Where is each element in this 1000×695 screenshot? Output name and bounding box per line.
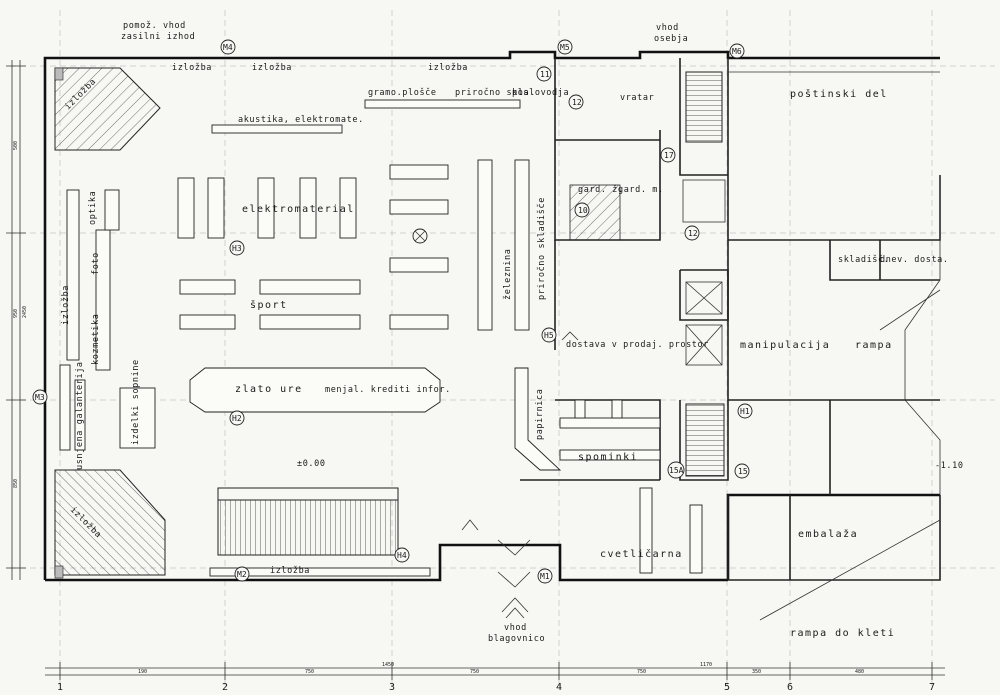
- marker-M5: M5: [560, 43, 570, 52]
- axis-1: 1: [57, 682, 63, 693]
- dim-label: 950: [13, 309, 19, 318]
- marker-M2: M2: [237, 570, 247, 579]
- axis-4: 4: [556, 682, 562, 693]
- label-vratar: vratar: [620, 93, 654, 103]
- label-optika: optika: [88, 191, 98, 225]
- dim-label: 2450: [22, 306, 28, 318]
- axis-7: 7: [929, 682, 935, 693]
- label-vhod-bottom: vhod: [504, 623, 527, 633]
- axis-6: 6: [787, 682, 793, 693]
- label-pomoz-vhod: pomož. vhod: [123, 21, 186, 31]
- label-dnev-dosta: dnev. dosta.: [880, 255, 949, 265]
- dim-label: 750: [470, 669, 479, 675]
- label-blagovnico: blagovnico: [488, 634, 545, 644]
- label-manipulacija: manipulacija: [740, 340, 830, 351]
- marker-12: 12: [572, 98, 582, 107]
- marker-M3: M3: [35, 393, 45, 402]
- marker-M4: M4: [223, 43, 233, 52]
- lift-shafts: [412, 179, 726, 366]
- label-dostava: dostava v prodaj. prostor: [566, 340, 709, 350]
- label-papirnica: papirnica: [535, 389, 545, 440]
- label-pribor-skla: priročno skla.: [455, 87, 535, 98]
- axis-3: 3: [389, 682, 395, 693]
- dim-label: 350: [752, 669, 761, 675]
- label-izlozba-1: izložba: [172, 63, 212, 73]
- label-elektromaterial: elektromaterial: [242, 204, 355, 215]
- label-postinski-del: poštinski del: [790, 88, 888, 100]
- dim-label: 850: [13, 479, 19, 488]
- label-prirocno-skladisce: priročno skladišče: [536, 197, 547, 300]
- axis-grid: [10, 10, 995, 690]
- dim-label: 1170: [700, 662, 712, 668]
- label-gard-z: gard. ž.: [578, 185, 624, 195]
- label-sport: šport: [250, 299, 288, 311]
- dim-label: 750: [305, 669, 314, 675]
- marker-H3: H3: [232, 244, 242, 253]
- marker-labels: M4 M5 M6 M3 M2 M1 H3 H2 H4 H5 H1 11 12 1…: [35, 43, 750, 581]
- label-izlozba-2: izložba: [252, 63, 292, 73]
- marker-H1: H1: [740, 407, 750, 416]
- label-gard-m: gard. m.: [618, 185, 664, 195]
- label-level-000: ±0.00: [297, 459, 326, 469]
- label-embalaza: embalaža: [798, 528, 858, 540]
- label-zelezina: železnina: [503, 249, 513, 300]
- label-gramo-plosce: gramo.plošče: [368, 87, 437, 98]
- label-zlato-ure: zlato ure: [235, 384, 303, 395]
- label-usnjena-galanterija: usnjena galanterija: [75, 361, 85, 470]
- label-osebja: osebja: [654, 34, 688, 44]
- display-window-hatches: [54, 67, 166, 579]
- label-vhod: vhod: [656, 23, 679, 33]
- marker-circles: [32, 39, 753, 584]
- label-izdelki-sopnine: izdelki sopnine: [131, 359, 141, 445]
- label-akustika: akustika, elektromate.: [238, 115, 364, 125]
- label-izlozba-bottom: izložba: [270, 566, 310, 576]
- label-izlozba-3: izložba: [428, 63, 468, 73]
- marker-H5: H5: [544, 331, 554, 340]
- label-menjal-krediti: menjal. krediti infor.: [325, 385, 451, 395]
- axis-5: 5: [724, 682, 730, 693]
- exterior-walls: [43, 50, 941, 621]
- dim-label: 190: [138, 669, 147, 675]
- marker-H2: H2: [232, 414, 242, 423]
- dim-label: 750: [637, 669, 646, 675]
- marker-15A: 15A: [669, 466, 684, 475]
- marker-M6: M6: [732, 47, 742, 56]
- area-labels: pomož. vhod zasilni izhod vhod osebja iz…: [61, 21, 964, 644]
- dimension-chain-bottom: 190 750 1450 750 750 1170 350 480: [45, 662, 945, 680]
- marker-17: 17: [664, 151, 674, 160]
- axis-markers: 1 2 3 4 5 6 7: [57, 682, 935, 693]
- label-foto: foto: [91, 252, 101, 275]
- label-skladisce: skladišč.: [838, 254, 889, 265]
- axis-2: 2: [222, 682, 228, 693]
- marker-12b: 12: [688, 229, 698, 238]
- dim-label: 480: [855, 669, 864, 675]
- label-level-110: -1.10: [935, 461, 964, 471]
- stairs: [217, 71, 725, 556]
- entrance-arrows: [461, 331, 579, 619]
- label-rampa-do-kleti: rampa do kleti: [790, 628, 895, 639]
- marker-11: 11: [540, 70, 550, 79]
- dim-label: 500: [13, 141, 19, 150]
- label-zasilni-izhod: zasilni izhod: [121, 32, 195, 42]
- label-cvetlicarna: cvetličarna: [600, 548, 683, 560]
- label-rampa: rampa: [855, 340, 893, 351]
- label-poslovodja: poslovodja: [512, 88, 569, 98]
- dimension-chain-left: 500 950 2450 850: [6, 60, 28, 580]
- label-kozmetika: kozmetika: [91, 314, 101, 365]
- label-izlozba-left: izložba: [61, 285, 71, 325]
- dim-label: 1450: [382, 662, 394, 668]
- marker-M1: M1: [540, 572, 550, 581]
- marker-H4: H4: [397, 551, 407, 560]
- label-spominki: spominki: [578, 452, 638, 463]
- shelving-units: [59, 99, 703, 577]
- marker-10: 10: [578, 206, 588, 215]
- marker-15: 15: [738, 467, 748, 476]
